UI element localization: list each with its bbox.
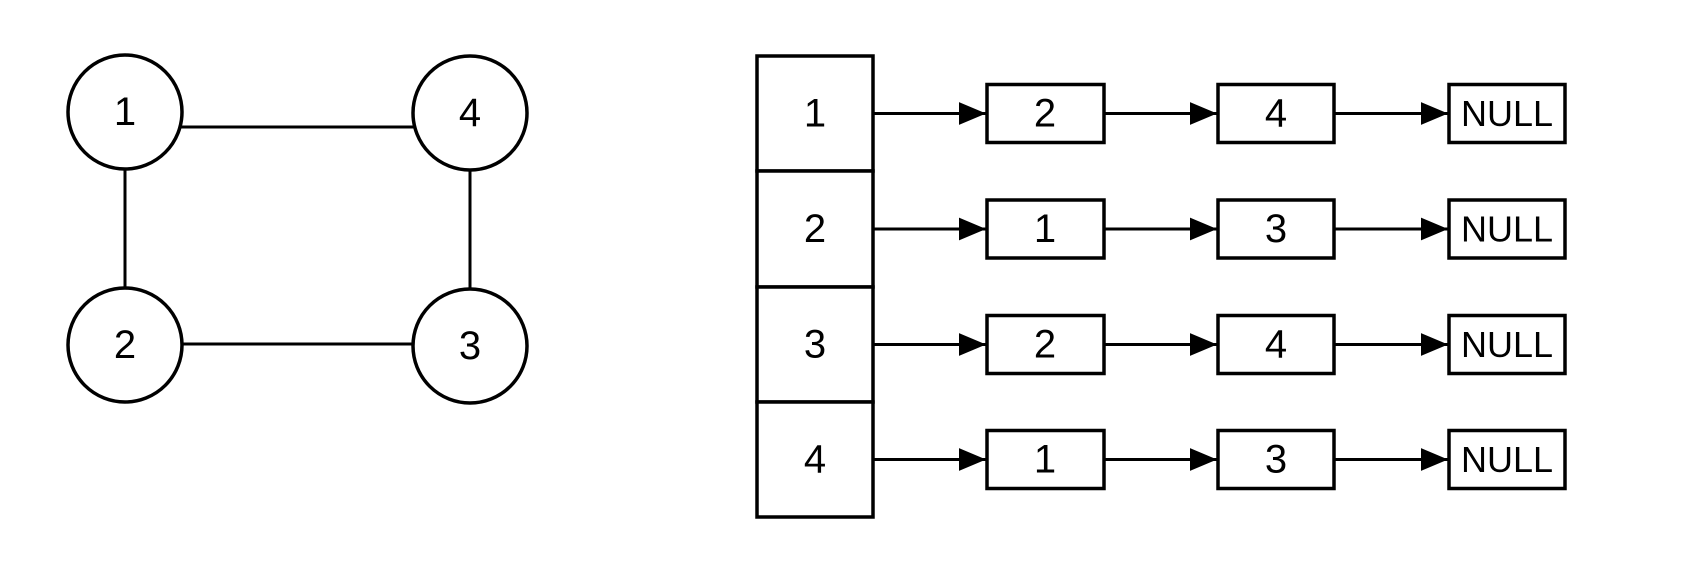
list-node-value: 1 (1034, 438, 1056, 482)
list-node-value: 3 (1265, 207, 1287, 251)
array-cell-label-2: 2 (804, 207, 826, 251)
graph-diagram: 1 2 3 4 (66, 53, 529, 405)
list-node-value: 4 (1265, 92, 1287, 136)
graph-node-label-2: 2 (114, 323, 136, 367)
list-node-value: 2 (1034, 323, 1056, 367)
list-node-box (1216, 198, 1336, 260)
graph-node-label-1: 1 (114, 90, 136, 134)
adjacency-list-diagram: 1 2 3 4 2 4 NULL 1 3 NULL (755, 54, 1567, 519)
list-node-box (985, 428, 1106, 491)
null-label: NULL (1461, 324, 1553, 365)
list-node-value: 1 (1034, 207, 1056, 251)
null-box (1447, 428, 1567, 491)
null-label: NULL (1461, 439, 1553, 480)
list-node-value: 3 (1265, 438, 1287, 482)
list-node-value: 4 (1265, 323, 1287, 367)
graph-node-circle-1 (66, 53, 184, 171)
null-box (1447, 82, 1567, 145)
list-node-box (985, 313, 1106, 376)
graph-node-label-3: 3 (459, 324, 481, 368)
array-cell-label-1: 1 (804, 92, 826, 136)
graph-node-circle-2 (66, 286, 184, 404)
list-node-box (1216, 428, 1336, 491)
list-node-value: 2 (1034, 92, 1056, 136)
vertex-array: 1 2 3 4 (755, 54, 875, 519)
null-box (1447, 198, 1567, 260)
array-cell-label-4: 4 (804, 438, 826, 482)
adjacency-row-3: 2 4 NULL (873, 313, 1567, 376)
null-label: NULL (1461, 209, 1553, 250)
adjacency-row-1: 2 4 NULL (873, 82, 1567, 145)
null-label: NULL (1461, 93, 1553, 134)
adjacency-row-4: 1 3 NULL (873, 428, 1567, 491)
graph-node-circle-4 (411, 54, 529, 172)
array-cell-label-3: 3 (804, 323, 826, 367)
list-node-box (1216, 313, 1336, 376)
list-node-box (985, 198, 1106, 260)
null-box (1447, 313, 1567, 376)
graph-node-circle-3 (411, 287, 529, 405)
adjacency-row-2: 1 3 NULL (873, 198, 1567, 260)
graph-node-label-4: 4 (459, 91, 481, 135)
